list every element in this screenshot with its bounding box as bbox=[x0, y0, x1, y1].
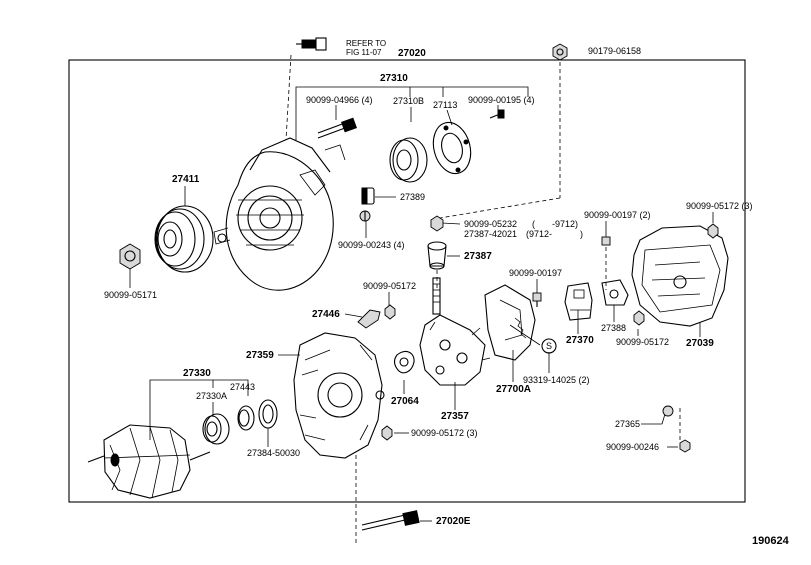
rectifier-end-frame-27359-icon bbox=[293, 332, 385, 459]
label-27357: 27357 bbox=[441, 411, 469, 422]
label-27411: 27411 bbox=[172, 174, 200, 185]
label-27330a: 27330A bbox=[196, 391, 228, 401]
label-27387: 27387 bbox=[464, 251, 492, 262]
label-90099-05172-3b: 90099-05172 (3) bbox=[411, 428, 478, 438]
pulley-27411-icon bbox=[154, 205, 214, 273]
leader-lines bbox=[129, 86, 714, 522]
bearing-27330a-icon bbox=[202, 413, 230, 445]
label-27310: 27310 bbox=[380, 73, 408, 84]
label-90099-00246: 90099-00246 bbox=[606, 442, 660, 452]
label-27446: 27446 bbox=[312, 309, 340, 320]
bolt-04966-icon bbox=[317, 117, 357, 139]
label-range1-open: ( bbox=[532, 219, 535, 229]
label-27310b: 27310B bbox=[393, 96, 425, 106]
label-27039: 27039 bbox=[686, 338, 714, 349]
screw-00246-icon bbox=[679, 439, 691, 453]
brush-holder-27370-icon bbox=[564, 282, 593, 321]
label-27700a: 27700A bbox=[496, 384, 532, 395]
cover-27443-icon bbox=[237, 405, 255, 431]
clip-27365-icon bbox=[662, 405, 674, 417]
brush-holder-27700a-icon bbox=[484, 284, 541, 361]
label-refer-to-line1: REFER TO bbox=[346, 39, 387, 48]
drive-end-frame-icon bbox=[213, 137, 346, 291]
nut-05172-3a-icon bbox=[707, 223, 719, 239]
label-27370: 27370 bbox=[566, 335, 594, 346]
nut-05172-b-icon bbox=[633, 310, 645, 326]
label-27330: 27330 bbox=[183, 368, 211, 379]
s-symbol-circle bbox=[541, 338, 557, 354]
label-93319-14025: 93319-14025 (2) bbox=[523, 375, 590, 385]
rotor-27330-icon bbox=[87, 424, 211, 499]
label-90099-05172-b: 90099-05172 bbox=[616, 337, 670, 347]
label-90099-00243: 90099-00243 (4) bbox=[338, 240, 405, 250]
figure-number: 190624 bbox=[752, 535, 789, 547]
label-27388: 27388 bbox=[601, 323, 627, 333]
label-27064: 27064 bbox=[391, 396, 419, 407]
label-90099-00197-2: 90099-00197 (2) bbox=[584, 210, 651, 220]
rectifier-27357-icon bbox=[419, 314, 491, 386]
label-s-symbol: S bbox=[546, 341, 553, 351]
label-refer-to-line2: FIG 11-07 bbox=[346, 48, 382, 57]
label-27113: 27113 bbox=[433, 100, 458, 110]
rear-cover-27039-icon bbox=[631, 225, 729, 327]
label-27389: 27389 bbox=[400, 192, 426, 202]
label-90099-04966: 90099-04966 (4) bbox=[306, 95, 373, 105]
retainer-27113-icon bbox=[432, 121, 472, 175]
label-range2-text: (9712- bbox=[526, 229, 553, 239]
screw-00197-icon bbox=[532, 292, 542, 307]
label-90099-05172-3a: 90099-05172 (3) bbox=[686, 201, 753, 211]
label-90099-00197: 90099-00197 bbox=[509, 268, 563, 278]
label-27365: 27365 bbox=[615, 419, 641, 429]
nut-05171-icon bbox=[119, 243, 141, 270]
screw-00195-icon bbox=[489, 109, 505, 119]
screw-00243-icon bbox=[359, 210, 371, 222]
assembly-dashed-lines bbox=[285, 54, 681, 545]
label-90099-00195: 90099-00195 (4) bbox=[468, 95, 535, 105]
label-27384-50030: 27384-50030 bbox=[247, 448, 301, 458]
stud-bolt-icon bbox=[432, 277, 441, 315]
assembly-frame bbox=[68, 59, 746, 503]
nut-05172-3b-icon bbox=[381, 425, 393, 441]
cover-27388-icon bbox=[601, 279, 629, 306]
label-90099-05232: 90099-05232 bbox=[464, 219, 518, 229]
gasket-27064-icon bbox=[393, 350, 415, 374]
label-range2-close: ) bbox=[580, 229, 583, 239]
bolt-27020e-icon bbox=[361, 510, 420, 531]
bearing-27310b-icon bbox=[389, 137, 428, 183]
screw-00197-2-icon bbox=[601, 236, 611, 246]
label-27359: 27359 bbox=[246, 350, 274, 361]
nut-05232-icon bbox=[430, 215, 444, 232]
terminal-27389-icon bbox=[361, 187, 375, 205]
label-90099-05172-a: 90099-05172 bbox=[363, 281, 417, 291]
ring-27384-icon bbox=[258, 399, 278, 429]
nut-90179-icon bbox=[552, 43, 568, 61]
label-27387-42021: 27387-42021 bbox=[464, 229, 518, 239]
label-90179-06158: 90179-06158 bbox=[588, 46, 642, 56]
label-27020: 27020 bbox=[398, 48, 426, 59]
plate-27446-icon bbox=[357, 309, 381, 329]
label-range1-text: -9712) bbox=[552, 219, 579, 229]
insulator-27387-icon bbox=[427, 241, 447, 270]
label-90099-05171: 90099-05171 bbox=[104, 290, 158, 300]
label-27443: 27443 bbox=[230, 382, 256, 392]
nut-05172-a-icon bbox=[384, 304, 396, 320]
bolt-refer-to-icon bbox=[296, 37, 327, 51]
label-27020e: 27020E bbox=[436, 516, 471, 527]
